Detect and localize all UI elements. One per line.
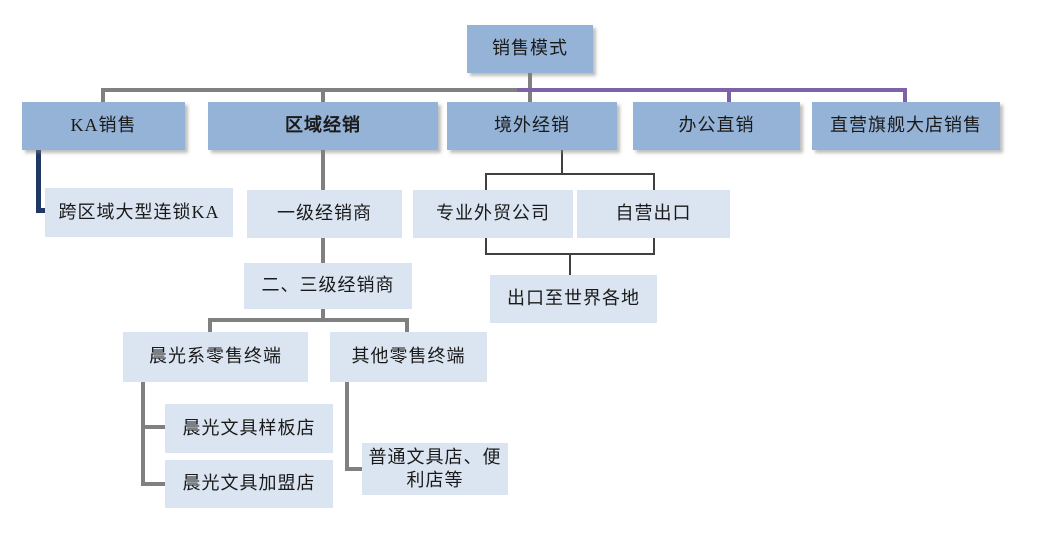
connector-ordinary-stub	[345, 467, 362, 471]
connector-mg-bracket	[141, 382, 145, 486]
connector-drop-selfexport	[653, 173, 655, 190]
connector-tier23-stub	[321, 308, 325, 322]
node-other-retail: 其他零售终端	[330, 332, 487, 382]
connector-other-bracket	[345, 382, 349, 471]
connector-overseas-bar	[485, 173, 655, 175]
connector-ka-horizontal	[36, 208, 46, 213]
connector-split-bar	[208, 318, 409, 322]
node-regional: 区域经销	[208, 102, 438, 150]
connector-regional-tier1	[321, 148, 325, 192]
connector-selfexport-down	[653, 238, 655, 254]
connector-drop-regional	[321, 88, 325, 102]
connector-overseas-stub	[561, 150, 563, 173]
node-trade-co: 专业外贸公司	[413, 190, 573, 238]
node-self-export: 自营出口	[577, 190, 730, 238]
node-overseas: 境外经销	[447, 102, 617, 150]
connector-drop-flagship	[903, 88, 907, 102]
connector-drop-ka	[101, 88, 105, 102]
node-tier23: 二、三级经销商	[244, 263, 412, 309]
connector-trade-down	[485, 238, 487, 254]
node-ka-sales: KA销售	[22, 102, 185, 150]
node-office-direct: 办公直销	[633, 102, 800, 150]
node-export-world: 出口至世界各地	[490, 275, 657, 323]
node-mg-franchise: 晨光文具加盟店	[165, 460, 333, 508]
connector-root-stub	[528, 73, 532, 102]
connector-tier1-tier23	[321, 238, 325, 265]
connector-mg-franchise-stub	[141, 482, 165, 486]
node-mg-sample: 晨光文具样板店	[165, 404, 333, 453]
connector-export-drop	[569, 253, 571, 275]
connector-bus-purple	[517, 88, 907, 92]
connector-bus-gray	[101, 88, 531, 92]
connector-drop-other-retail	[405, 318, 409, 332]
node-tier1: 一级经销商	[247, 190, 402, 238]
connector-drop-mg-retail	[208, 318, 212, 332]
node-sales-model: 销售模式	[467, 25, 593, 73]
connector-drop-trade	[485, 173, 487, 190]
node-cross-ka: 跨区域大型连锁KA	[45, 188, 233, 237]
connector-ka-vertical	[36, 148, 41, 213]
connector-drop-office	[727, 88, 731, 102]
node-mg-retail: 晨光系零售终端	[123, 332, 308, 382]
connector-mg-sample-stub	[141, 425, 165, 429]
node-ordinary: 普通文具店、便利店等	[362, 443, 508, 495]
node-flagship: 直营旗舰大店销售	[812, 102, 1000, 150]
